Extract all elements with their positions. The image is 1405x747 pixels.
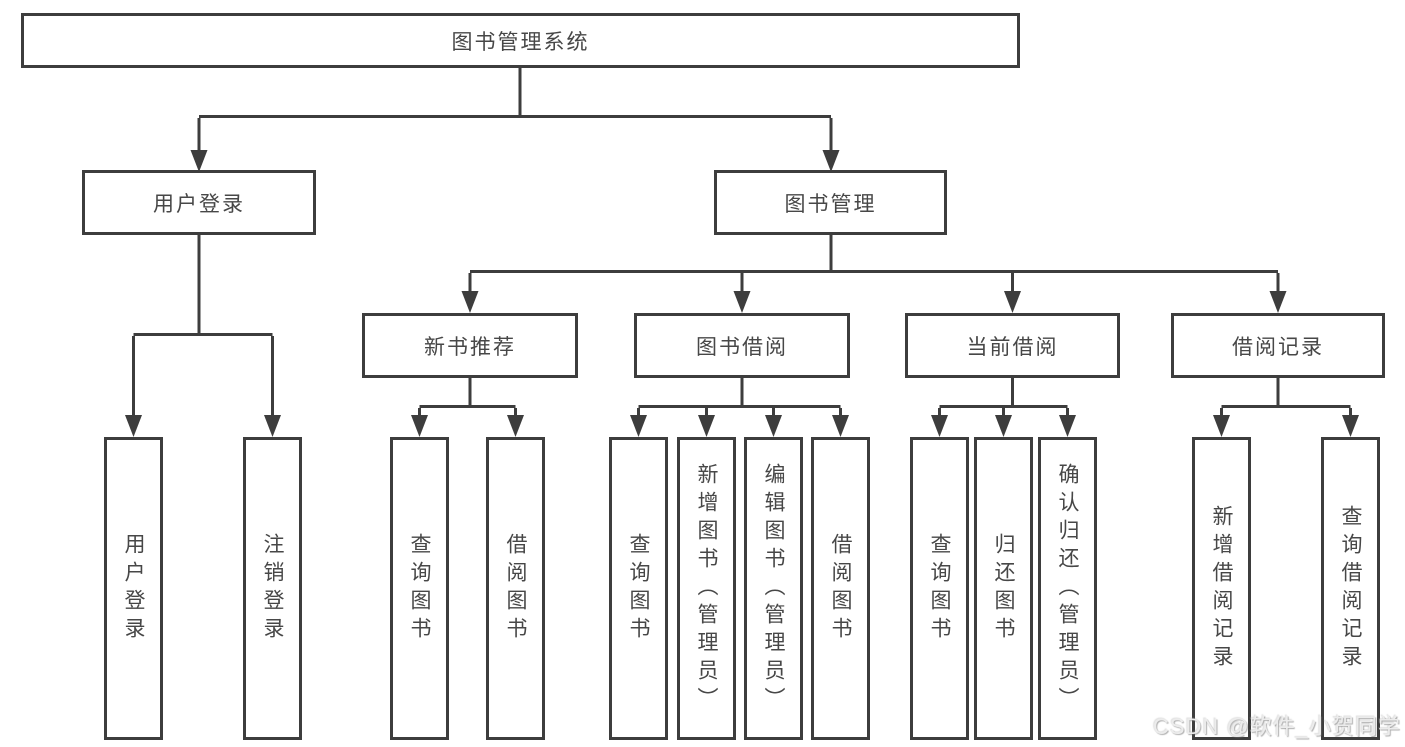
node-current-borrowing: 当前借阅 [905, 313, 1120, 378]
node-book-management: 图书管理 [714, 170, 947, 235]
leaf-query-books-recommend-label: 查询图书 [408, 532, 431, 645]
arrow-icon [765, 415, 782, 437]
leaf-add-books-admin-label: 新增图书（管理员） [695, 462, 718, 715]
leaf-logout: 注销登录 [243, 437, 302, 740]
leaf-add-borrow-record: 新增借阅记录 [1192, 437, 1251, 740]
node-new-book-recommend-label: 新书推荐 [424, 335, 516, 359]
connector-book-borrowing-to-leaves [637, 376, 842, 418]
connector-book-mgmt-to-groups [468, 233, 1280, 294]
leaf-query-books-borrowing-label: 查询图书 [627, 532, 650, 645]
connector-borrowing-records-to-leaves [1220, 376, 1352, 418]
leaf-query-books-current: 查询图书 [910, 437, 969, 740]
leaf-user-login: 用户登录 [104, 437, 163, 740]
leaf-return-books: 归还图书 [974, 437, 1033, 740]
leaf-query-books-borrowing: 查询图书 [609, 437, 668, 740]
node-new-book-recommend: 新书推荐 [362, 313, 578, 378]
leaf-borrow-books-recommend: 借阅图书 [486, 437, 545, 740]
arrow-icon [264, 415, 281, 437]
arrow-icon [733, 291, 751, 313]
leaf-borrow-books-label: 借阅图书 [829, 532, 852, 645]
leaf-return-books-label: 归还图书 [992, 532, 1015, 645]
arrow-icon [461, 291, 479, 313]
arrow-icon [1342, 415, 1359, 437]
arrow-icon [1004, 291, 1021, 313]
node-current-borrowing-label: 当前借阅 [966, 335, 1059, 359]
node-borrowing-records: 借阅记录 [1171, 313, 1385, 378]
node-user-login-label: 用户登录 [153, 192, 245, 216]
node-root-label: 图书管理系统 [451, 30, 590, 54]
connector-new-book-recommend-to-leaves [418, 376, 517, 418]
leaf-confirm-return-admin-label: 确认归还（管理员） [1056, 462, 1079, 715]
leaf-confirm-return-admin: 确认归还（管理员） [1038, 437, 1097, 740]
arrow-icon [125, 415, 142, 437]
node-user-login: 用户登录 [82, 170, 316, 235]
connector-root-to-level2 [197, 68, 833, 153]
leaf-edit-books-admin-label: 编辑图书（管理员） [762, 462, 785, 715]
arrow-icon [411, 415, 428, 437]
arrow-icon [1059, 415, 1076, 437]
node-book-borrowing-label: 图书借阅 [696, 335, 788, 359]
node-book-borrowing: 图书借阅 [634, 313, 850, 378]
arrowheads [125, 150, 1359, 437]
arrow-icon [190, 150, 208, 172]
connector-current-borrowing-to-leaves [938, 376, 1069, 418]
leaf-borrow-books: 借阅图书 [811, 437, 870, 740]
leaf-user-login-label: 用户登录 [122, 532, 145, 645]
arrow-icon [507, 415, 524, 437]
arrow-icon [822, 150, 840, 172]
leaf-query-books-current-label: 查询图书 [928, 532, 951, 645]
arrow-icon [698, 415, 715, 437]
node-borrowing-records-label: 借阅记录 [1232, 335, 1324, 359]
leaf-add-borrow-record-label: 新增借阅记录 [1210, 504, 1233, 673]
arrow-icon [1213, 415, 1230, 437]
connector-user-login-to-leaves [132, 233, 274, 418]
node-book-management-label: 图书管理 [784, 192, 877, 216]
leaf-add-books-admin: 新增图书（管理员） [677, 437, 736, 740]
arrow-icon [832, 415, 849, 437]
leaf-query-borrow-record: 查询借阅记录 [1321, 437, 1380, 740]
leaf-edit-books-admin: 编辑图书（管理员） [744, 437, 803, 740]
arrow-icon [630, 415, 647, 437]
arrow-icon [931, 415, 948, 437]
arrow-icon [1269, 291, 1287, 313]
leaf-query-books-recommend: 查询图书 [390, 437, 449, 740]
leaf-borrow-books-recommend-label: 借阅图书 [504, 532, 527, 645]
arrow-icon [995, 415, 1012, 437]
node-root-system: 图书管理系统 [21, 13, 1020, 68]
leaf-query-borrow-record-label: 查询借阅记录 [1339, 504, 1362, 673]
leaf-logout-label: 注销登录 [261, 532, 284, 645]
